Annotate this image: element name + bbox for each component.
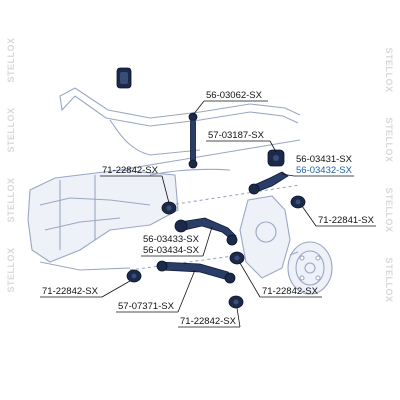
lower-arm-56-03433 — [174, 217, 238, 246]
watermark-right-4: STELLOX — [384, 257, 394, 302]
label-71-22842-c: 71-22842-SX — [42, 286, 99, 297]
upper-control-arm — [248, 171, 289, 195]
label-56-03431: 56-03431-SX — [296, 154, 353, 165]
label-71-22842-b: 71-22842-SX — [262, 286, 319, 297]
subframe-outline — [27, 87, 301, 271]
watermark-right-1: STELLOX — [384, 47, 394, 92]
watermark-left-1: STELLOX — [6, 37, 16, 82]
bushing-57-03187 — [267, 149, 285, 167]
bushing-71-22842-upper — [161, 201, 177, 215]
watermark-left-3: STELLOX — [6, 177, 16, 222]
callout-57-07371: 57-07371-SX — [116, 269, 196, 313]
callout-71-22841: 71-22841-SX — [301, 205, 376, 227]
label-57-07371: 57-07371-SX — [118, 301, 175, 312]
label-71-22841: 71-22841-SX — [318, 215, 375, 226]
callout-56-03431: 56-03431-SX 56-03432-SX — [281, 154, 354, 177]
label-56-03434: 56-03434-SX — [143, 245, 200, 256]
bushing-71-22842-right — [229, 251, 245, 265]
wheel-hub-assembly — [239, 195, 333, 295]
label-56-03062: 56-03062-SX — [206, 90, 263, 101]
callout-56-03062: 56-03062-SX — [192, 90, 268, 116]
callout-56-03433: 56-03433-SX 56-03434-SX — [141, 226, 213, 257]
bushing-71-22842-lower-left — [126, 269, 142, 283]
label-71-22842-a: 71-22842-SX — [102, 165, 159, 176]
label-71-22842-d: 71-22842-SX — [180, 316, 237, 327]
watermark-left-4: STELLOX — [6, 247, 16, 292]
lower-arm-57-07371 — [156, 260, 236, 284]
callout-57-03187: 57-03187-SX — [206, 130, 277, 153]
watermark-right-3: STELLOX — [384, 187, 394, 232]
label-56-03433: 56-03433-SX — [143, 234, 200, 245]
callout-71-22842-b: 71-22842-SX — [239, 262, 322, 298]
label-56-03432: 56-03432-SX — [296, 165, 353, 176]
label-57-03187: 57-03187-SX — [208, 130, 265, 141]
watermark-left-2: STELLOX — [6, 107, 16, 152]
callout-71-22842-c: 71-22842-SX — [40, 280, 131, 298]
watermark-layer: STELLOX STELLOX STELLOX STELLOX STELLOX … — [6, 37, 394, 302]
watermark-right-2: STELLOX — [384, 117, 394, 162]
callout-71-22842-d: 71-22842-SX — [178, 307, 241, 328]
bushing-71-22841 — [290, 195, 306, 209]
stabilizer-bushing — [116, 67, 132, 89]
bushing-71-22842-bottom — [228, 295, 244, 309]
callout-71-22842-a: 71-22842-SX — [100, 165, 170, 204]
stabilizer-link — [188, 112, 198, 169]
